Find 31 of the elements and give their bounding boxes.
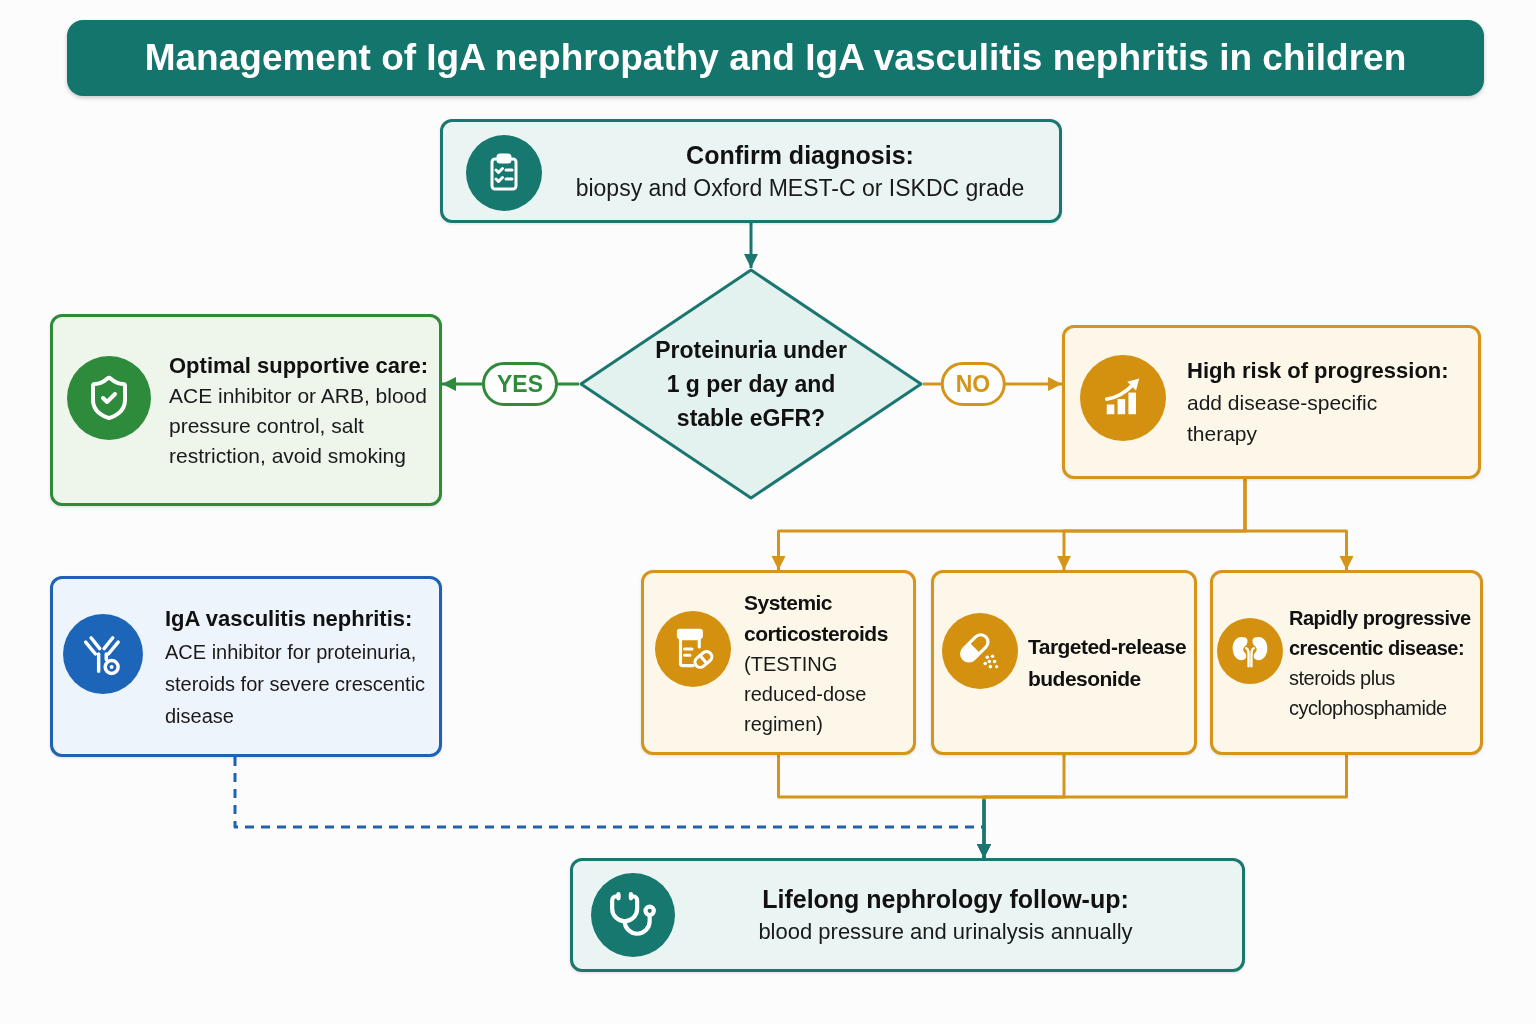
- edge-label: NO: [940, 362, 1006, 406]
- process-box: [440, 119, 1062, 223]
- process-box: [50, 314, 442, 506]
- node-heading: Targeted-release budesonide: [1028, 633, 1188, 692]
- decision-text: Proteinuria under 1 g per day and stable eGFR?: [654, 336, 848, 433]
- decision-diamond: [579, 268, 923, 500]
- node-text: blood pressure and urinalysis annually: [758, 918, 1133, 946]
- process-box: [570, 858, 1245, 972]
- node-heading: Rapidly progressive crescentic disease:: [1289, 605, 1472, 661]
- node-text: ACE inhibitor for proteinuria, steroids for severe crescentic disease: [165, 639, 427, 729]
- node-text: steroids plus cyclophosphamide: [1289, 665, 1448, 721]
- diagram-title: Management of IgA nephropathy and IgA vasculitis nephritis in children: [144, 36, 1407, 80]
- arrow: [744, 223, 758, 268]
- node-text: ACE inhibitor or ARB, blood pressure control, salt restriction, avoid smoking: [169, 382, 428, 469]
- node-heading: High risk of progression:: [1187, 357, 1449, 385]
- node-heading: Confirm diagnosis:: [686, 140, 914, 171]
- node-heading: Systemic corticosteroids: [744, 589, 889, 647]
- node-text: biopsy and Oxford MEST-C or ISKDC grade: [575, 174, 1025, 203]
- arrow: [1243, 479, 1354, 570]
- node-heading: Optimal supportive care:: [169, 351, 429, 380]
- node-heading: Lifelong nephrology follow-up:: [762, 884, 1129, 915]
- node-text: (TESTING reduced-dose regimen): [744, 651, 868, 737]
- process-box: [931, 570, 1197, 755]
- process-box: [641, 570, 916, 755]
- node-heading: IgA vasculitis nephritis:: [165, 604, 413, 633]
- process-box: [1210, 570, 1483, 755]
- arrow: [977, 755, 1348, 858]
- process-box: [50, 576, 442, 757]
- process-box: [1062, 325, 1481, 479]
- edge-label: YES: [482, 362, 558, 406]
- node-text: add disease-specific therapy: [1187, 390, 1379, 447]
